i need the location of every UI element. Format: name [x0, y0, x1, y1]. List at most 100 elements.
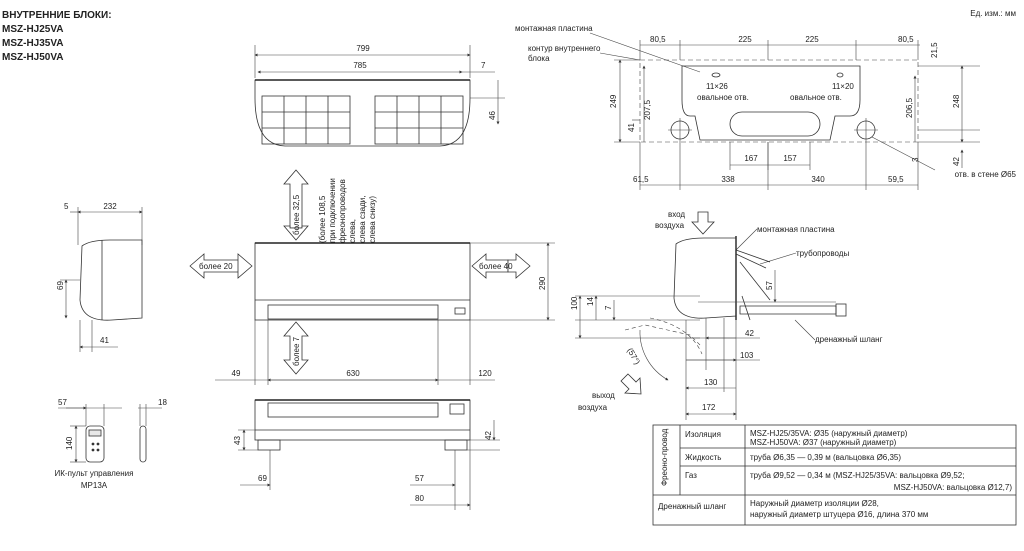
title-line: MSZ-HJ25VA [2, 24, 64, 35]
spec-value: MSZ-HJ25/35VA: Ø35 (наружный диаметр) [750, 429, 908, 438]
bottom-view: 43 69 42 57 80 [233, 399, 500, 510]
plate-dim-41: 41 [627, 123, 636, 132]
clearance-left-label: более 20 [199, 262, 233, 271]
spec-table: Фреоно-провод Изоляция MSZ-HJ25/35VA: Ø3… [652, 424, 1017, 526]
spec-value: труба Ø9,52 — 0,34 м (MSZ-HJ25/35VA: вал… [750, 471, 964, 480]
top-view: 799 785 7 46 [254, 44, 505, 147]
svg-text:слева,: слева, [348, 219, 357, 243]
plate-dim-top: 225 [738, 35, 752, 44]
units-label: Ед. изм.: мм [970, 9, 1016, 18]
dim-57-bottom: 57 [415, 474, 424, 483]
svg-text:овальное отв.: овальное отв. [790, 93, 842, 102]
svg-text:блока: блока [528, 54, 550, 63]
remote-model: MP13A [81, 481, 108, 490]
spec-value: MSZ-HJ50VA: Ø37 (наружный диаметр) [750, 438, 897, 447]
spec-value: наружный диаметр штуцера Ø16, длина 370 … [750, 510, 928, 519]
title-line: MSZ-HJ50VA [2, 52, 64, 63]
dim-7: 7 [481, 61, 486, 70]
svg-text:при подключении: при подключении [328, 178, 337, 243]
remote-dim-140: 140 [65, 436, 74, 450]
spec-label-insulation: Изоляция [685, 430, 721, 439]
install-dim-130: 130 [704, 378, 718, 387]
model-title: ВНУТРЕННИЕ БЛОКИ: MSZ-HJ25VA MSZ-HJ35VA … [2, 10, 112, 63]
svg-text:слева снизу): слева снизу) [368, 196, 377, 243]
plate-dim-249: 249 [609, 94, 618, 108]
install-dim-42: 42 [745, 329, 754, 338]
right-hole-label: 11×20 [832, 82, 854, 91]
svg-text:фреонопроводов: фреонопроводов [338, 179, 347, 243]
svg-text:воздуха: воздуха [578, 403, 608, 412]
svg-text:(более 108,5: (более 108,5 [318, 195, 327, 243]
dim-290: 290 [538, 276, 547, 290]
plate-dim-21-5: 21,5 [930, 42, 939, 58]
clearance-down-arrow: более 7 [283, 321, 309, 375]
plate-label: монтажная пластина [515, 24, 593, 33]
clearance-left-arrow: более 20 [189, 253, 253, 279]
clearance-up-label: более 32,5 [292, 194, 301, 235]
plate-dim-248: 248 [952, 94, 961, 108]
spec-value: Наружный диаметр изоляции Ø28, [750, 499, 879, 508]
dim-232: 232 [103, 202, 117, 211]
dim-120: 120 [478, 369, 492, 378]
dim-799: 799 [356, 44, 370, 53]
plate-dim-bottom: 340 [811, 175, 825, 184]
install-dim-14: 14 [586, 297, 595, 306]
plate-dim-167: 167 [744, 154, 758, 163]
spec-value: труба Ø6,35 — 0,39 м (вальцовка Ø6,35) [750, 453, 901, 462]
plate-dim-42: 42 [952, 157, 961, 166]
clearance-right-label: более 40 [479, 262, 513, 271]
title-line: MSZ-HJ35VA [2, 38, 64, 49]
svg-text:овальное отв.: овальное отв. [697, 93, 749, 102]
spec-value: MSZ-HJ50VA: вальцовка Ø12,7) [894, 483, 1013, 492]
mounting-plate-view: монтажная пластина контур внутреннего бл… [515, 24, 1017, 190]
title-line: ВНУТРЕННИЕ БЛОКИ: [2, 10, 112, 21]
installation-view: вход воздуха монтажная пластина трубопро… [570, 210, 883, 420]
remote-dim-18: 18 [158, 398, 167, 407]
install-dim-172: 172 [702, 403, 716, 412]
clearance-right-arrow: более 40 [471, 253, 531, 279]
plate-dim-top: 225 [805, 35, 819, 44]
install-dim-103: 103 [740, 351, 754, 360]
top-grille [261, 95, 464, 145]
clearance-down-label: более 7 [292, 336, 301, 366]
spec-label-gas: Газ [685, 471, 697, 480]
front-view: 290 49 630 120 более 32,5 (более 108,5 п… [189, 169, 555, 385]
dim-5: 5 [64, 202, 69, 211]
plate-dim-bottom: 59,5 [888, 175, 904, 184]
dim-41: 41 [100, 336, 109, 345]
dim-80: 80 [415, 494, 424, 503]
dim-69-bottom: 69 [258, 474, 267, 483]
clearance-note: (более 108,5 при подключении фреонопрово… [318, 178, 377, 243]
spec-label-liquid: Жидкость [685, 453, 721, 462]
angle-label: (57°) [625, 347, 642, 367]
plate-dim-top: 80,5 [898, 35, 914, 44]
install-dim-100: 100 [570, 296, 579, 310]
dim-630: 630 [346, 369, 360, 378]
install-dim-57: 57 [765, 281, 774, 290]
side-view: 5 232 69 41 [56, 202, 143, 352]
drain-label: дренажный шланг [815, 335, 883, 344]
plate-label-side: монтажная пластина [757, 225, 835, 234]
remote-caption: ИК-пульт управления [55, 469, 134, 478]
dim-46: 46 [488, 111, 497, 120]
install-dim-7: 7 [604, 305, 613, 310]
dim-785: 785 [353, 61, 367, 70]
dim-43: 43 [233, 436, 242, 445]
air-out-label: выход [592, 391, 615, 400]
wall-hole-label: отв. в стене Ø65 [955, 170, 1017, 179]
plate-dim-206-5: 206,5 [905, 97, 914, 118]
plate-dim-bottom: 61,5 [633, 175, 649, 184]
svg-text:слева сзади,: слева сзади, [358, 196, 367, 243]
spec-label-drain: Дренажный шланг [658, 502, 726, 511]
left-hole-label: 11×26 [706, 82, 728, 91]
svg-text:воздуха: воздуха [655, 221, 685, 230]
dim-69: 69 [56, 281, 65, 290]
spec-group-label: Фреоно-провод [660, 428, 669, 486]
plate-dim-157: 157 [783, 154, 797, 163]
contour-label: контур внутреннего [528, 44, 601, 53]
pipes-label: трубопроводы [796, 249, 849, 258]
remote-dim-57: 57 [58, 398, 67, 407]
clearance-up-arrow: более 32,5 [283, 169, 309, 241]
air-in-label: вход [668, 210, 685, 219]
